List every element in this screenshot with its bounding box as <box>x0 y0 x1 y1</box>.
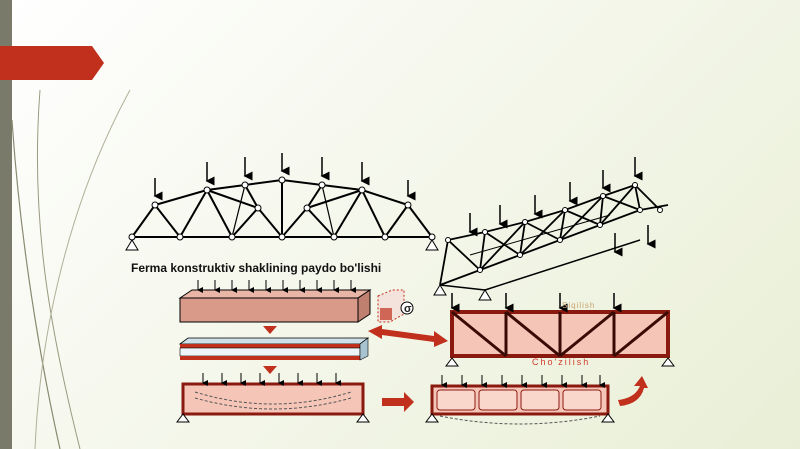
truss-panel <box>445 310 675 367</box>
down-arrow-2 <box>263 366 277 374</box>
deflected-beam <box>176 382 370 423</box>
tension-label: Cho'zilish <box>532 357 591 367</box>
left-accent-bar <box>0 0 12 449</box>
load-arrows-top <box>153 153 416 201</box>
load-arrows-beam1 <box>197 280 356 293</box>
solid-beam <box>178 289 414 323</box>
load-arrows-panel <box>450 293 622 313</box>
spatial-truss <box>439 183 669 291</box>
right-arrow <box>382 392 414 412</box>
stress-symbol: σ <box>404 303 412 315</box>
down-arrow-1 <box>263 326 277 334</box>
load-arrows-right <box>468 157 656 257</box>
curved-up-arrow <box>618 376 648 406</box>
double-arrow <box>368 325 448 347</box>
diagram-caption: Ferma konstruktiv shaklining paydo bo'li… <box>131 261 382 275</box>
frame-panel <box>425 384 615 425</box>
i-beam <box>178 337 370 361</box>
arched-truss <box>131 178 433 239</box>
load-arrows-frame <box>441 375 605 388</box>
load-arrows-beam3 <box>202 373 341 386</box>
supports-top <box>125 239 439 251</box>
slide-tab-marker <box>0 46 104 80</box>
compression-label: Siqilish <box>562 301 596 310</box>
